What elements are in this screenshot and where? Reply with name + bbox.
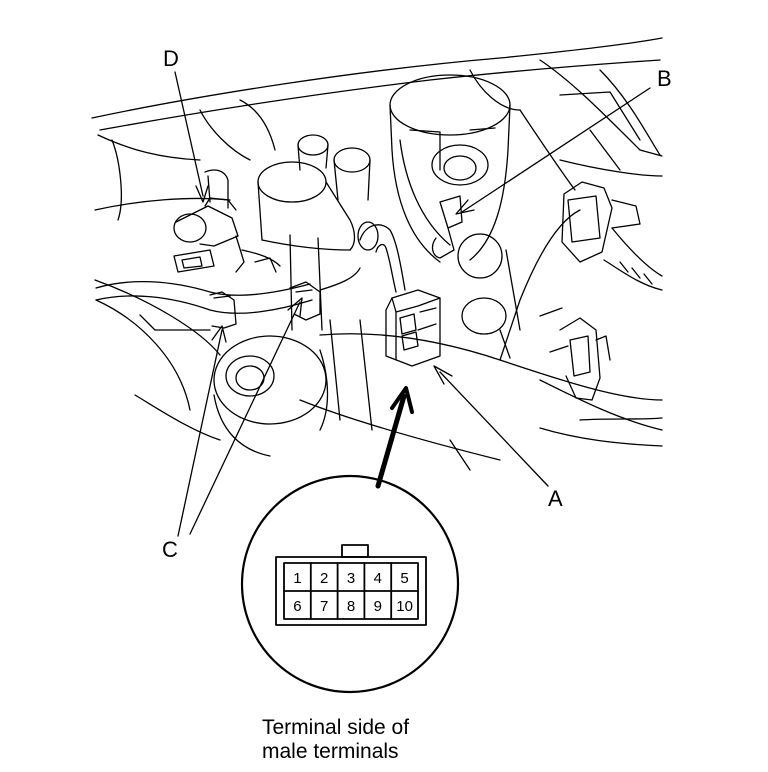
caption: Terminal side of male terminals [262,716,522,764]
hose-left [95,267,361,331]
detail-circle [240,474,460,694]
leader-a [433,365,549,487]
caption-line-2: male terminals [262,740,399,763]
callout-c: C [162,537,178,562]
reservoir [389,74,511,263]
terminal-6: 6 [293,598,301,615]
terminal-7: 7 [320,598,328,615]
connector-face [275,544,427,626]
filter-canister [257,134,371,331]
terminal-5: 5 [400,570,408,587]
component-b [431,195,521,359]
terminal-9: 9 [374,598,382,615]
right-bracket [539,307,611,401]
connector-a [385,289,441,367]
detail-arrow [375,386,414,489]
terminal-1: 1 [293,570,301,587]
engine-bay-outline [91,37,663,471]
leader-d [174,71,209,203]
callout-a: A [548,486,563,511]
terminal-10: 10 [396,598,413,615]
terminal-8: 8 [347,598,355,615]
terminal-4: 4 [374,570,382,587]
terminal-2: 2 [320,570,328,587]
callout-d: D [163,46,179,71]
caption-line-1: Terminal side of [262,716,410,739]
callout-b: B [657,66,672,91]
terminal-3: 3 [347,570,355,587]
terminal-numbers: 1 2 3 4 5 6 7 8 9 10 [293,570,413,615]
round-component [213,335,329,457]
leader-b [455,87,651,215]
bracket-d [173,169,281,273]
hose-to-connector [357,221,406,293]
right-sensor [561,181,663,291]
leader-c [177,297,303,537]
